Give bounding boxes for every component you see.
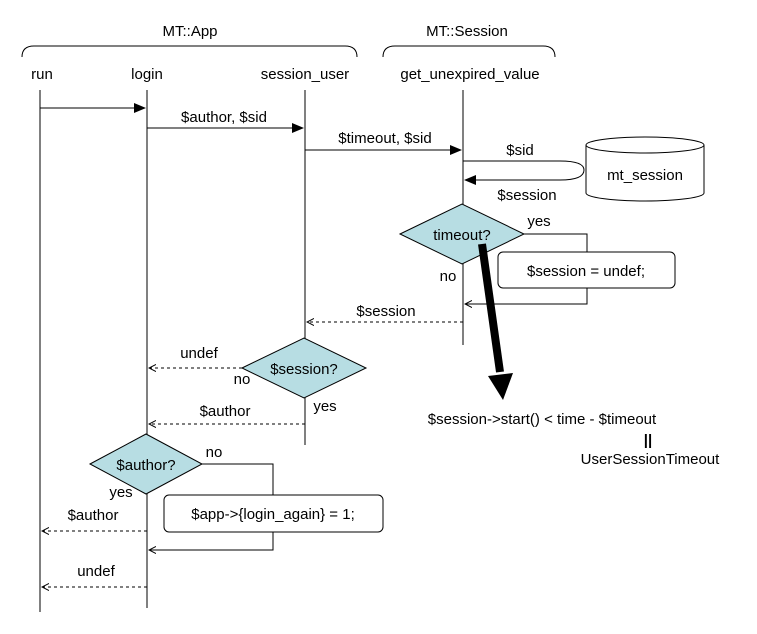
app-group-brace bbox=[21, 45, 358, 58]
branch-session-yes-label: yes bbox=[313, 398, 336, 415]
lifeline-session-user-label: session_user bbox=[261, 66, 349, 83]
message-author-sid-label: $author, $sid bbox=[181, 109, 267, 126]
branch-timeout-yes-label: yes bbox=[527, 213, 550, 230]
annotation-expression: $session->start() < time - $timeout bbox=[428, 411, 657, 428]
lifeline-run-label: run bbox=[31, 66, 53, 83]
annotation-arrowhead bbox=[488, 373, 513, 400]
action-session-undef-label: $session = undef; bbox=[527, 263, 645, 280]
lifeline-get-unexpired-value-label: get_unexpired_value bbox=[400, 66, 539, 83]
database-cylinder bbox=[585, 136, 705, 202]
lifeline-login-label: login bbox=[131, 66, 163, 83]
message-author-return-2-label: $author bbox=[68, 507, 119, 524]
message-session-back-label: $session bbox=[356, 303, 415, 320]
decision-session bbox=[240, 337, 368, 399]
message-author-return-1-label: $author bbox=[200, 403, 251, 420]
message-session-return-label: $session bbox=[497, 187, 556, 204]
session-group-label: MT::Session bbox=[426, 23, 508, 40]
annotation-equals-sign: || bbox=[644, 432, 652, 449]
annotation-arrow bbox=[478, 243, 504, 373]
app-group-label: MT::App bbox=[162, 23, 217, 40]
decision-session-label: $session? bbox=[270, 361, 338, 378]
action-login-again-label: $app->{login_again} = 1; bbox=[191, 506, 354, 523]
database-label: mt_session bbox=[607, 167, 683, 184]
branch-author-no-label: no bbox=[206, 444, 223, 461]
action-session-undef-box bbox=[497, 251, 676, 289]
message-timeout-sid-label: $timeout, $sid bbox=[338, 130, 431, 147]
decision-timeout-label: timeout? bbox=[433, 227, 491, 244]
branch-author-yes-label: yes bbox=[109, 484, 132, 501]
decision-author-label: $author? bbox=[116, 457, 175, 474]
message-sid-to-db bbox=[463, 160, 585, 185]
action-login-again-box bbox=[163, 494, 384, 533]
message-undef-2-label: undef bbox=[77, 563, 115, 580]
message-undef-1-label: undef bbox=[180, 345, 218, 362]
annotation-config-name: UserSessionTimeout bbox=[581, 451, 720, 468]
message-sid-label: $sid bbox=[506, 142, 534, 159]
branch-timeout-no-label: no bbox=[440, 268, 457, 285]
session-group-brace bbox=[382, 45, 556, 58]
branch-session-no-label: no bbox=[234, 371, 251, 388]
